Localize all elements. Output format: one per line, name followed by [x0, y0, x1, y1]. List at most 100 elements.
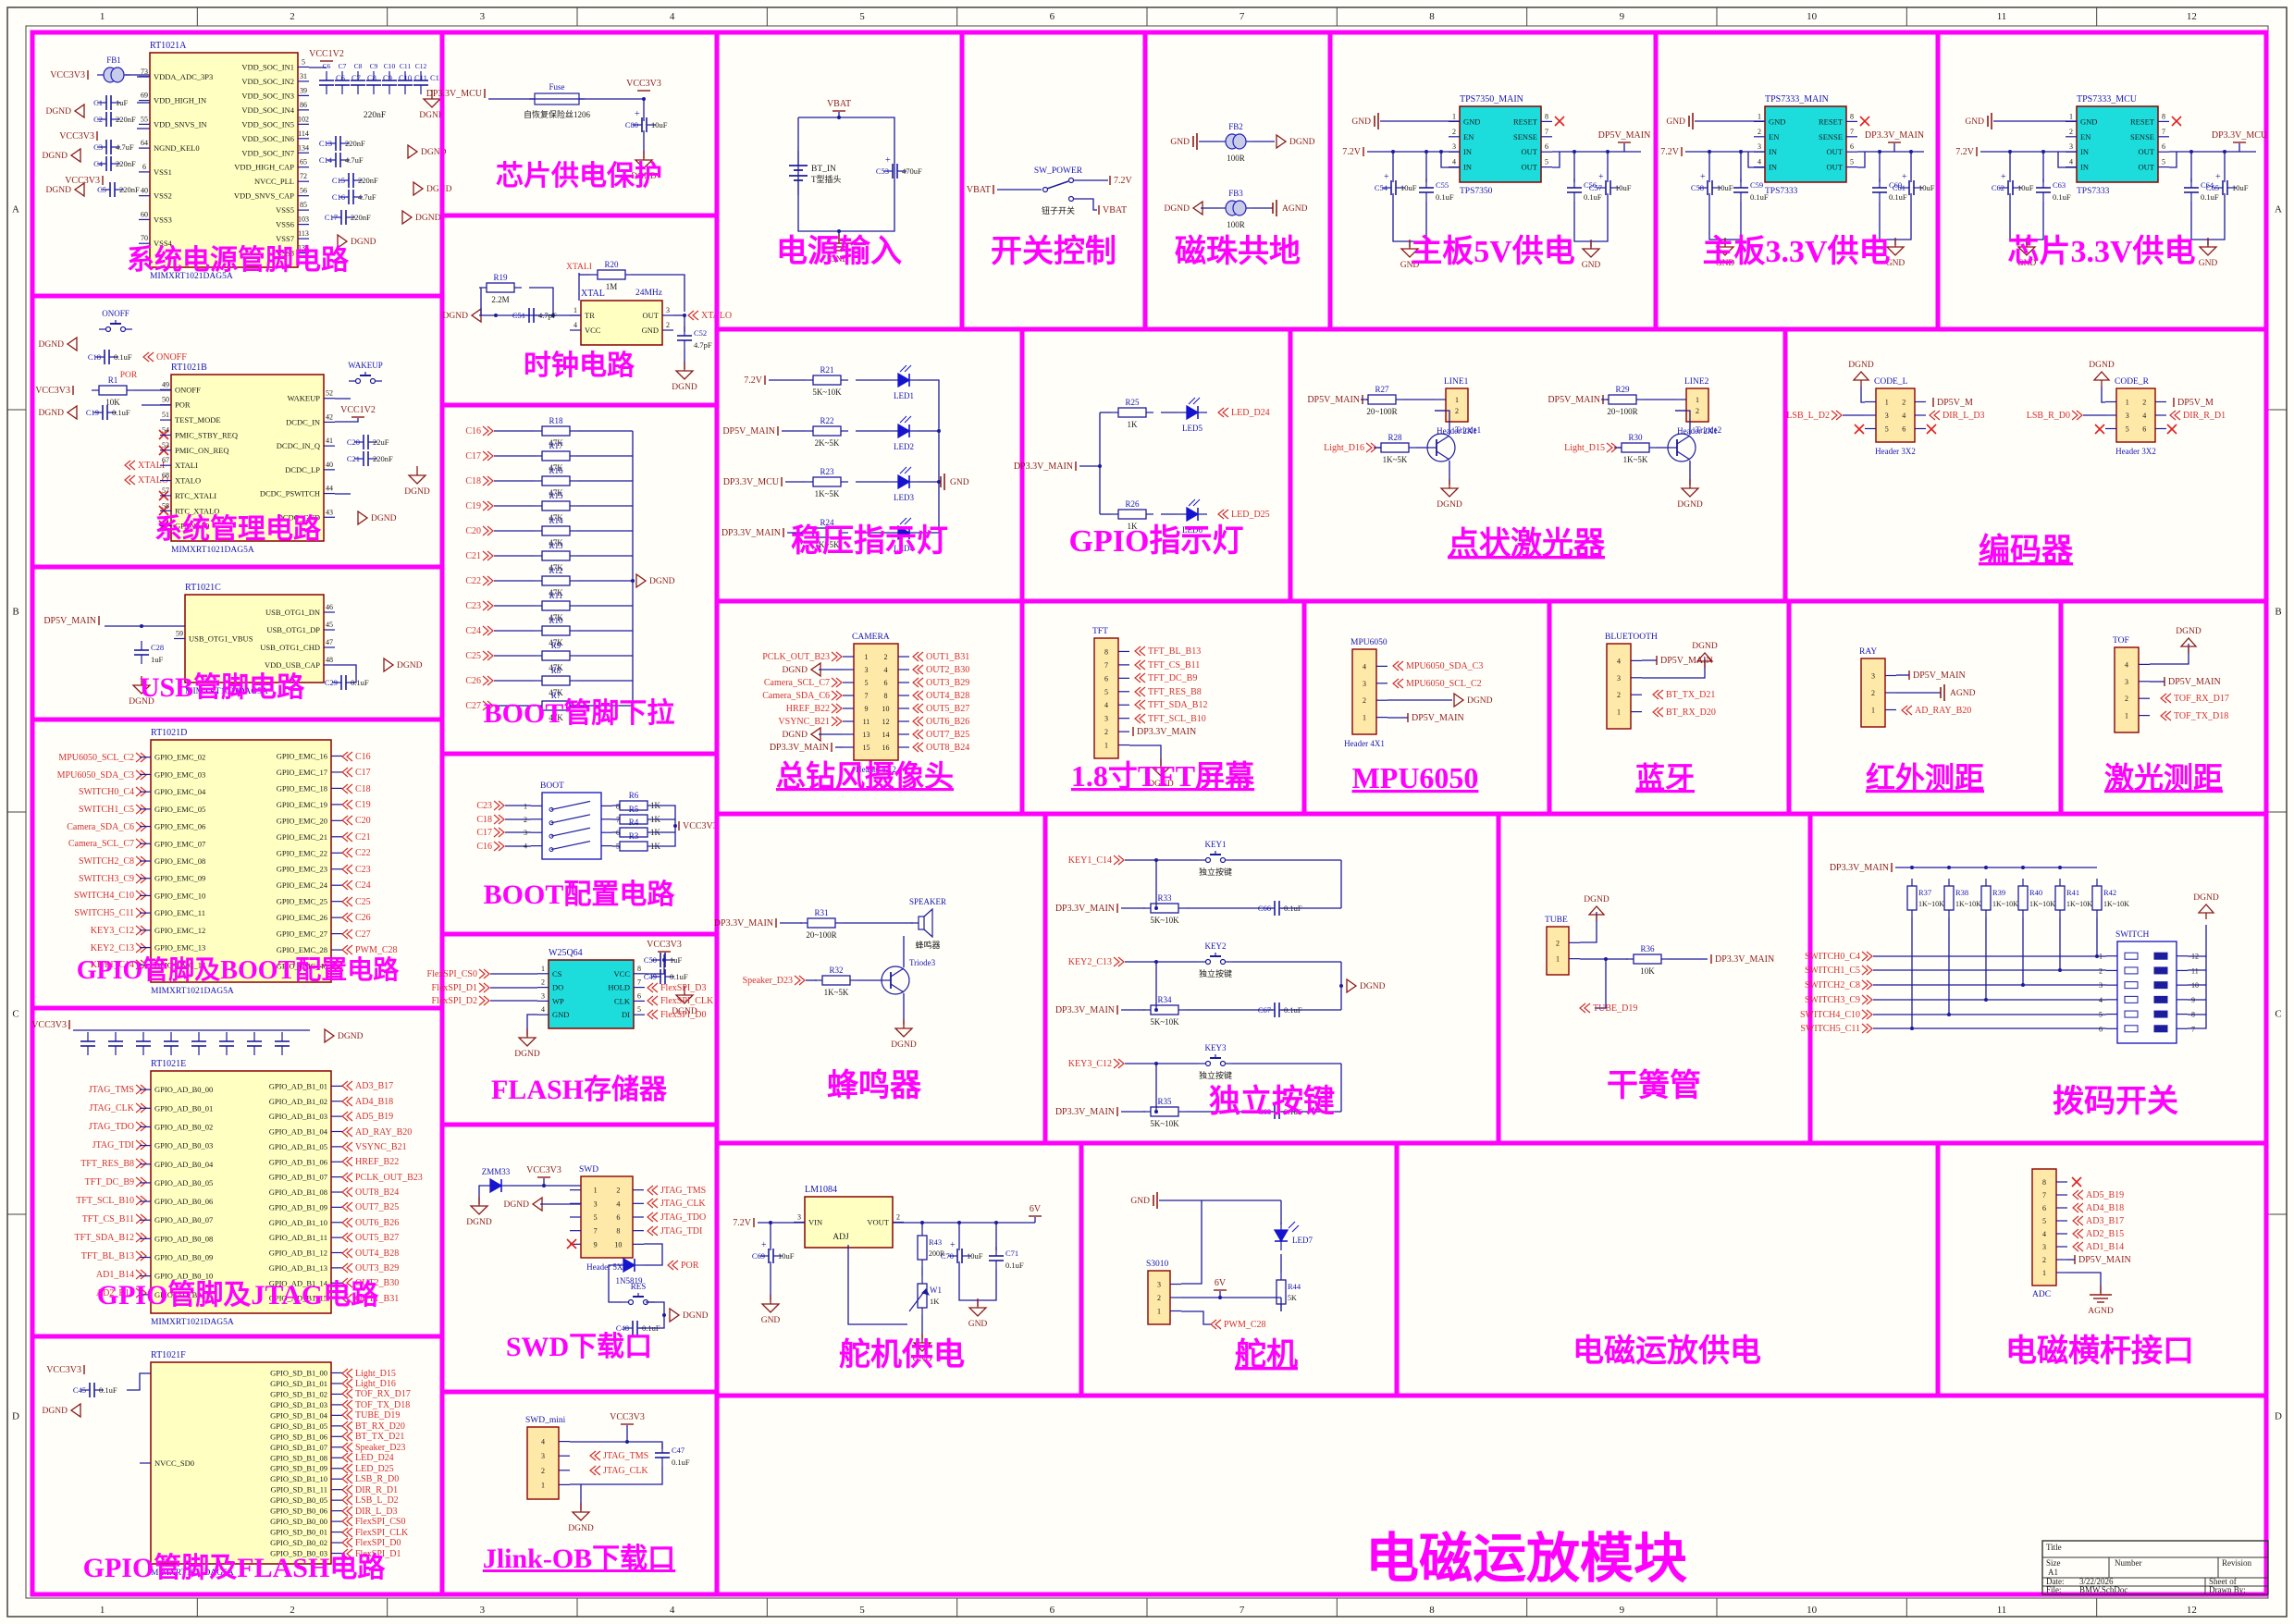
block-label-bluetooth: 蓝牙: [1635, 761, 1695, 794]
resistor-R44: R44: [1288, 1282, 1301, 1291]
net-label: FlexSPI_D3: [660, 983, 706, 993]
transistor-Triode3: Triode3: [909, 958, 936, 967]
pin-number: 6: [1902, 425, 1906, 434]
pin-number: 39: [300, 86, 307, 94]
gnd-symbol: GND: [1716, 259, 1735, 268]
pin-number: 15: [862, 744, 870, 752]
pin-number: 10: [882, 705, 890, 713]
cap-value: 0.1uF: [351, 678, 369, 687]
gnd-symbol: GND: [1666, 117, 1685, 127]
pin-name: IN: [1463, 147, 1472, 156]
chip-ref: TPS7333_MCU: [2077, 94, 2138, 105]
cap-C7: C7: [339, 62, 347, 70]
net-label: OUT8_B24: [355, 1187, 399, 1198]
net-label: AD_RAY_B20: [355, 1127, 412, 1138]
annotation: POR: [120, 371, 138, 380]
pin-number: 6: [2099, 1025, 2103, 1033]
pin-number: 5: [637, 1005, 641, 1014]
cap-value: 10uF: [2017, 183, 2034, 192]
cap-C49: C49: [644, 972, 657, 981]
ruler-row: C: [12, 1009, 18, 1020]
speaker-sub: 蜂鸣器: [915, 940, 940, 950]
net-label: TUBE_D19: [1593, 1003, 1637, 1014]
pin-number: 11: [863, 718, 870, 726]
header-ref: CODE_L: [1874, 377, 1908, 387]
net-label: JTAG_TDO: [89, 1122, 134, 1132]
pin-name: DO: [552, 983, 563, 992]
pin-name: VSS6: [276, 220, 294, 229]
net-label: OUT2_B30: [926, 665, 969, 675]
resistor-value: 10K: [105, 398, 120, 407]
net-label: FlexSPI_D1: [432, 983, 477, 993]
pin-name: VDDA_ADC_3P3: [154, 72, 213, 81]
cap-value: 220nF: [351, 213, 371, 222]
net-label: POR: [681, 1261, 699, 1271]
button-KEY3: KEY3: [1205, 1043, 1227, 1052]
pin-name: TEST_MODE: [175, 415, 221, 424]
net-label: MPU6050_SDA_C3: [57, 770, 134, 781]
gnd-symbol: DGND: [783, 666, 808, 675]
power-net: DP5V_MAIN: [1598, 130, 1651, 141]
gnd-symbol: DGND: [514, 1050, 540, 1059]
gnd-symbol: DGND: [783, 731, 808, 740]
pin-number: 3: [2099, 981, 2103, 990]
ruler-row: A: [2275, 204, 2282, 215]
resistor-value: 1K~5K: [1383, 455, 1408, 464]
pin-name: GPIO_AD_B1_08: [269, 1187, 327, 1197]
net-label: Speaker_D23: [355, 1443, 405, 1453]
pin-name: GPIO_AD_B1_05: [269, 1142, 327, 1151]
pin-number: 71: [162, 517, 169, 525]
pin-number: 48: [326, 656, 333, 664]
power-net: DP3.3V_MCU: [723, 477, 780, 487]
block-label-jlink-ob: Jlink-OB下载口: [483, 1544, 675, 1574]
pin-name: XTALI: [175, 461, 198, 470]
header-ref: LINE1: [1444, 377, 1469, 387]
pin-number: 3: [1452, 142, 1456, 151]
cap-value: 4.7pF: [694, 340, 712, 350]
net-label: C23: [476, 801, 492, 811]
pin-number: 7: [637, 978, 641, 987]
block-label-ldo-leds: 稳压指示灯: [791, 523, 948, 559]
gnd-symbol: DGND: [466, 1218, 492, 1227]
chip-ref: XTAL: [581, 289, 605, 299]
chip-partnumber: MIMXRT1021DAG5A: [151, 1569, 234, 1578]
power-net: DP5V_M: [1937, 398, 1973, 408]
ferrite-value: 100R: [1227, 220, 1245, 229]
pin-number: 4: [2125, 660, 2128, 669]
power-net: DP3.3V_MAIN: [1014, 461, 1073, 472]
titleblock-file-label: File:: [2046, 1585, 2062, 1594]
switch-SW_POWER: SW_POWER: [1034, 166, 1083, 176]
pin-name: PMIC_STBY_REQ: [175, 430, 238, 439]
pin-name: GPIO_SD_B0_06: [270, 1507, 327, 1516]
pin-number: 50: [162, 396, 169, 404]
polarity: +: [1384, 172, 1389, 182]
resistor-R17: R17: [549, 441, 563, 450]
block-label-main-5v: 主板5V供电: [1411, 234, 1575, 269]
pin-name: OUT: [1522, 147, 1538, 156]
annotation: ADJ: [832, 1233, 849, 1242]
ruler-column: 2: [290, 11, 295, 22]
resistor-R18: R18: [549, 416, 563, 425]
pin-number: 3: [666, 306, 670, 314]
sheet-annotations: 电磁运放模块 Title Size A1 Number Revision Dat…: [1365, 1527, 2269, 1595]
net-label: C25: [465, 651, 481, 661]
gnd-symbol: DGND: [46, 107, 72, 117]
pin-name: GPIO_AD_B0_07: [154, 1215, 213, 1224]
pin-number: 6: [637, 991, 641, 1000]
power-net: 7.2V: [1114, 176, 1133, 186]
ruler-column: 11: [1997, 11, 2007, 22]
block-label-em-bar-interface: 电磁横杆接口: [2005, 1334, 2194, 1369]
pin-name: GPIO_SD_B1_10: [270, 1474, 327, 1483]
resistor-R41: R41: [2066, 888, 2079, 897]
resistor-value: 20~100R: [1366, 407, 1397, 416]
resistor-value: 47K: [549, 463, 563, 473]
net-label: JTAG_TMS: [89, 1085, 134, 1095]
resistor-R39: R39: [1992, 888, 2005, 897]
net-label: TFT_SDA_B12: [75, 1233, 134, 1243]
power-net: 7.2V: [1955, 147, 1975, 157]
resistor-value: 5K~10K: [1150, 916, 1179, 925]
titleblock-revision-label: Revision: [2222, 1558, 2252, 1568]
cap-C58: C58: [1691, 183, 1704, 192]
pin-name: GPIO_EMC_10: [154, 891, 205, 900]
chip-TPS7350_MAIN: [1459, 105, 1542, 183]
